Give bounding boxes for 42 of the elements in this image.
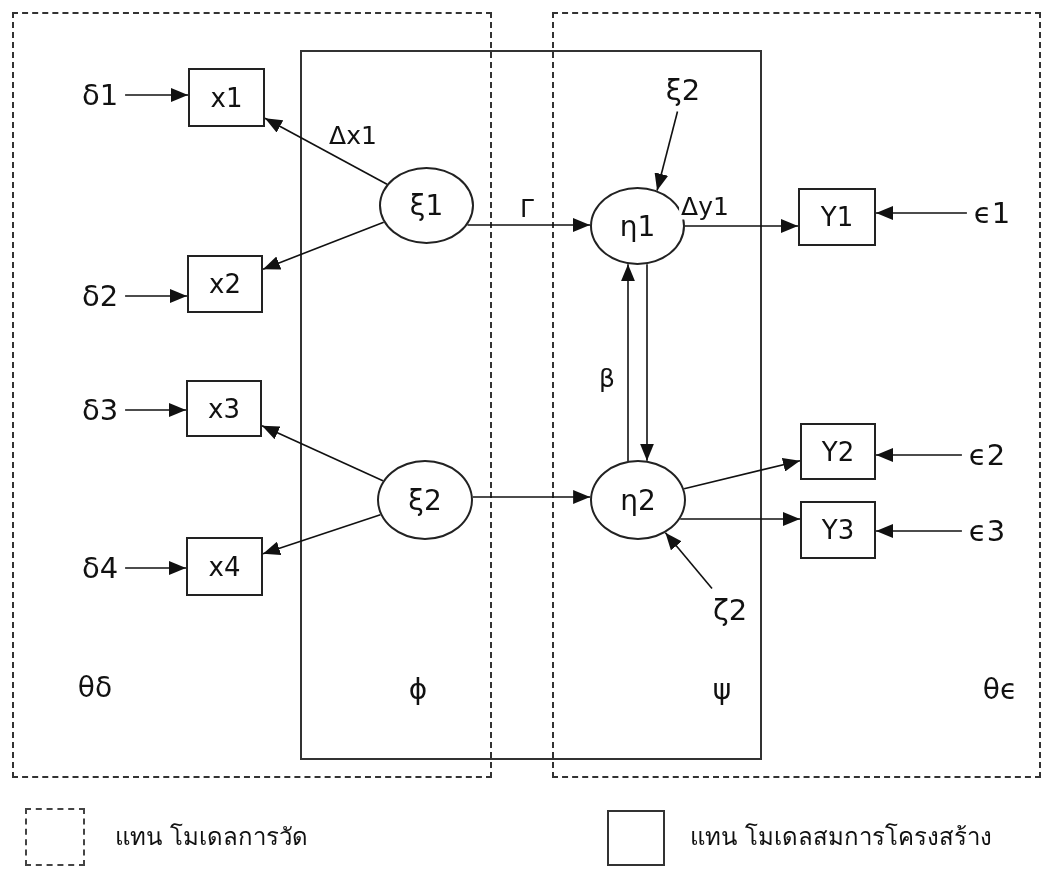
arrow bbox=[262, 514, 382, 555]
symbol-label: ζ2 bbox=[712, 595, 748, 625]
latent-variable-ellipse: η2 bbox=[590, 460, 686, 540]
indicator-box: x1 bbox=[188, 68, 265, 127]
indicator-box: x3 bbox=[186, 380, 262, 437]
indicator-box: Y2 bbox=[800, 423, 876, 480]
indicator-box: Y3 bbox=[800, 501, 876, 559]
matrix-label: θδ bbox=[77, 674, 113, 702]
indicator-box: Y1 bbox=[798, 188, 876, 246]
legend-text: แทน โมเดลการวัด bbox=[115, 825, 308, 849]
latent-variable-ellipse: ξ1 bbox=[379, 167, 474, 244]
arrow bbox=[664, 532, 713, 590]
arrow bbox=[124, 289, 188, 303]
symbol-label: ξ2 bbox=[665, 75, 701, 105]
symbol-label: ϵ2 bbox=[968, 440, 1006, 470]
matrix-label: ϕ bbox=[408, 676, 428, 704]
matrix-label: ψ bbox=[712, 676, 732, 704]
arrow bbox=[124, 403, 187, 417]
indicator-box: x2 bbox=[187, 255, 263, 313]
symbol-label: δ2 bbox=[81, 281, 119, 311]
arrow bbox=[875, 206, 968, 220]
arrow bbox=[621, 263, 635, 462]
arrow bbox=[124, 561, 187, 575]
matrix-label: θϵ bbox=[982, 676, 1018, 704]
arrow bbox=[472, 490, 591, 504]
arrow bbox=[124, 88, 189, 102]
symbol-label: δ4 bbox=[81, 553, 119, 583]
symbol-label: ϵ1 bbox=[973, 198, 1011, 228]
arrow bbox=[262, 221, 385, 270]
indicator-box: x4 bbox=[186, 537, 263, 596]
arrow bbox=[261, 425, 384, 482]
arrow bbox=[264, 117, 388, 185]
latent-variable-ellipse: ξ2 bbox=[377, 460, 473, 540]
arrow bbox=[875, 448, 963, 462]
arrow bbox=[875, 524, 963, 538]
arrow bbox=[684, 219, 799, 233]
legend-text: แทน โมเดลสมการโครงสร้าง bbox=[690, 825, 992, 849]
arrow bbox=[640, 263, 654, 462]
symbol-label: δ1 bbox=[81, 80, 119, 110]
symbol-label: ϵ3 bbox=[968, 516, 1006, 546]
arrow bbox=[683, 457, 801, 490]
symbol-label: δ3 bbox=[81, 395, 119, 425]
